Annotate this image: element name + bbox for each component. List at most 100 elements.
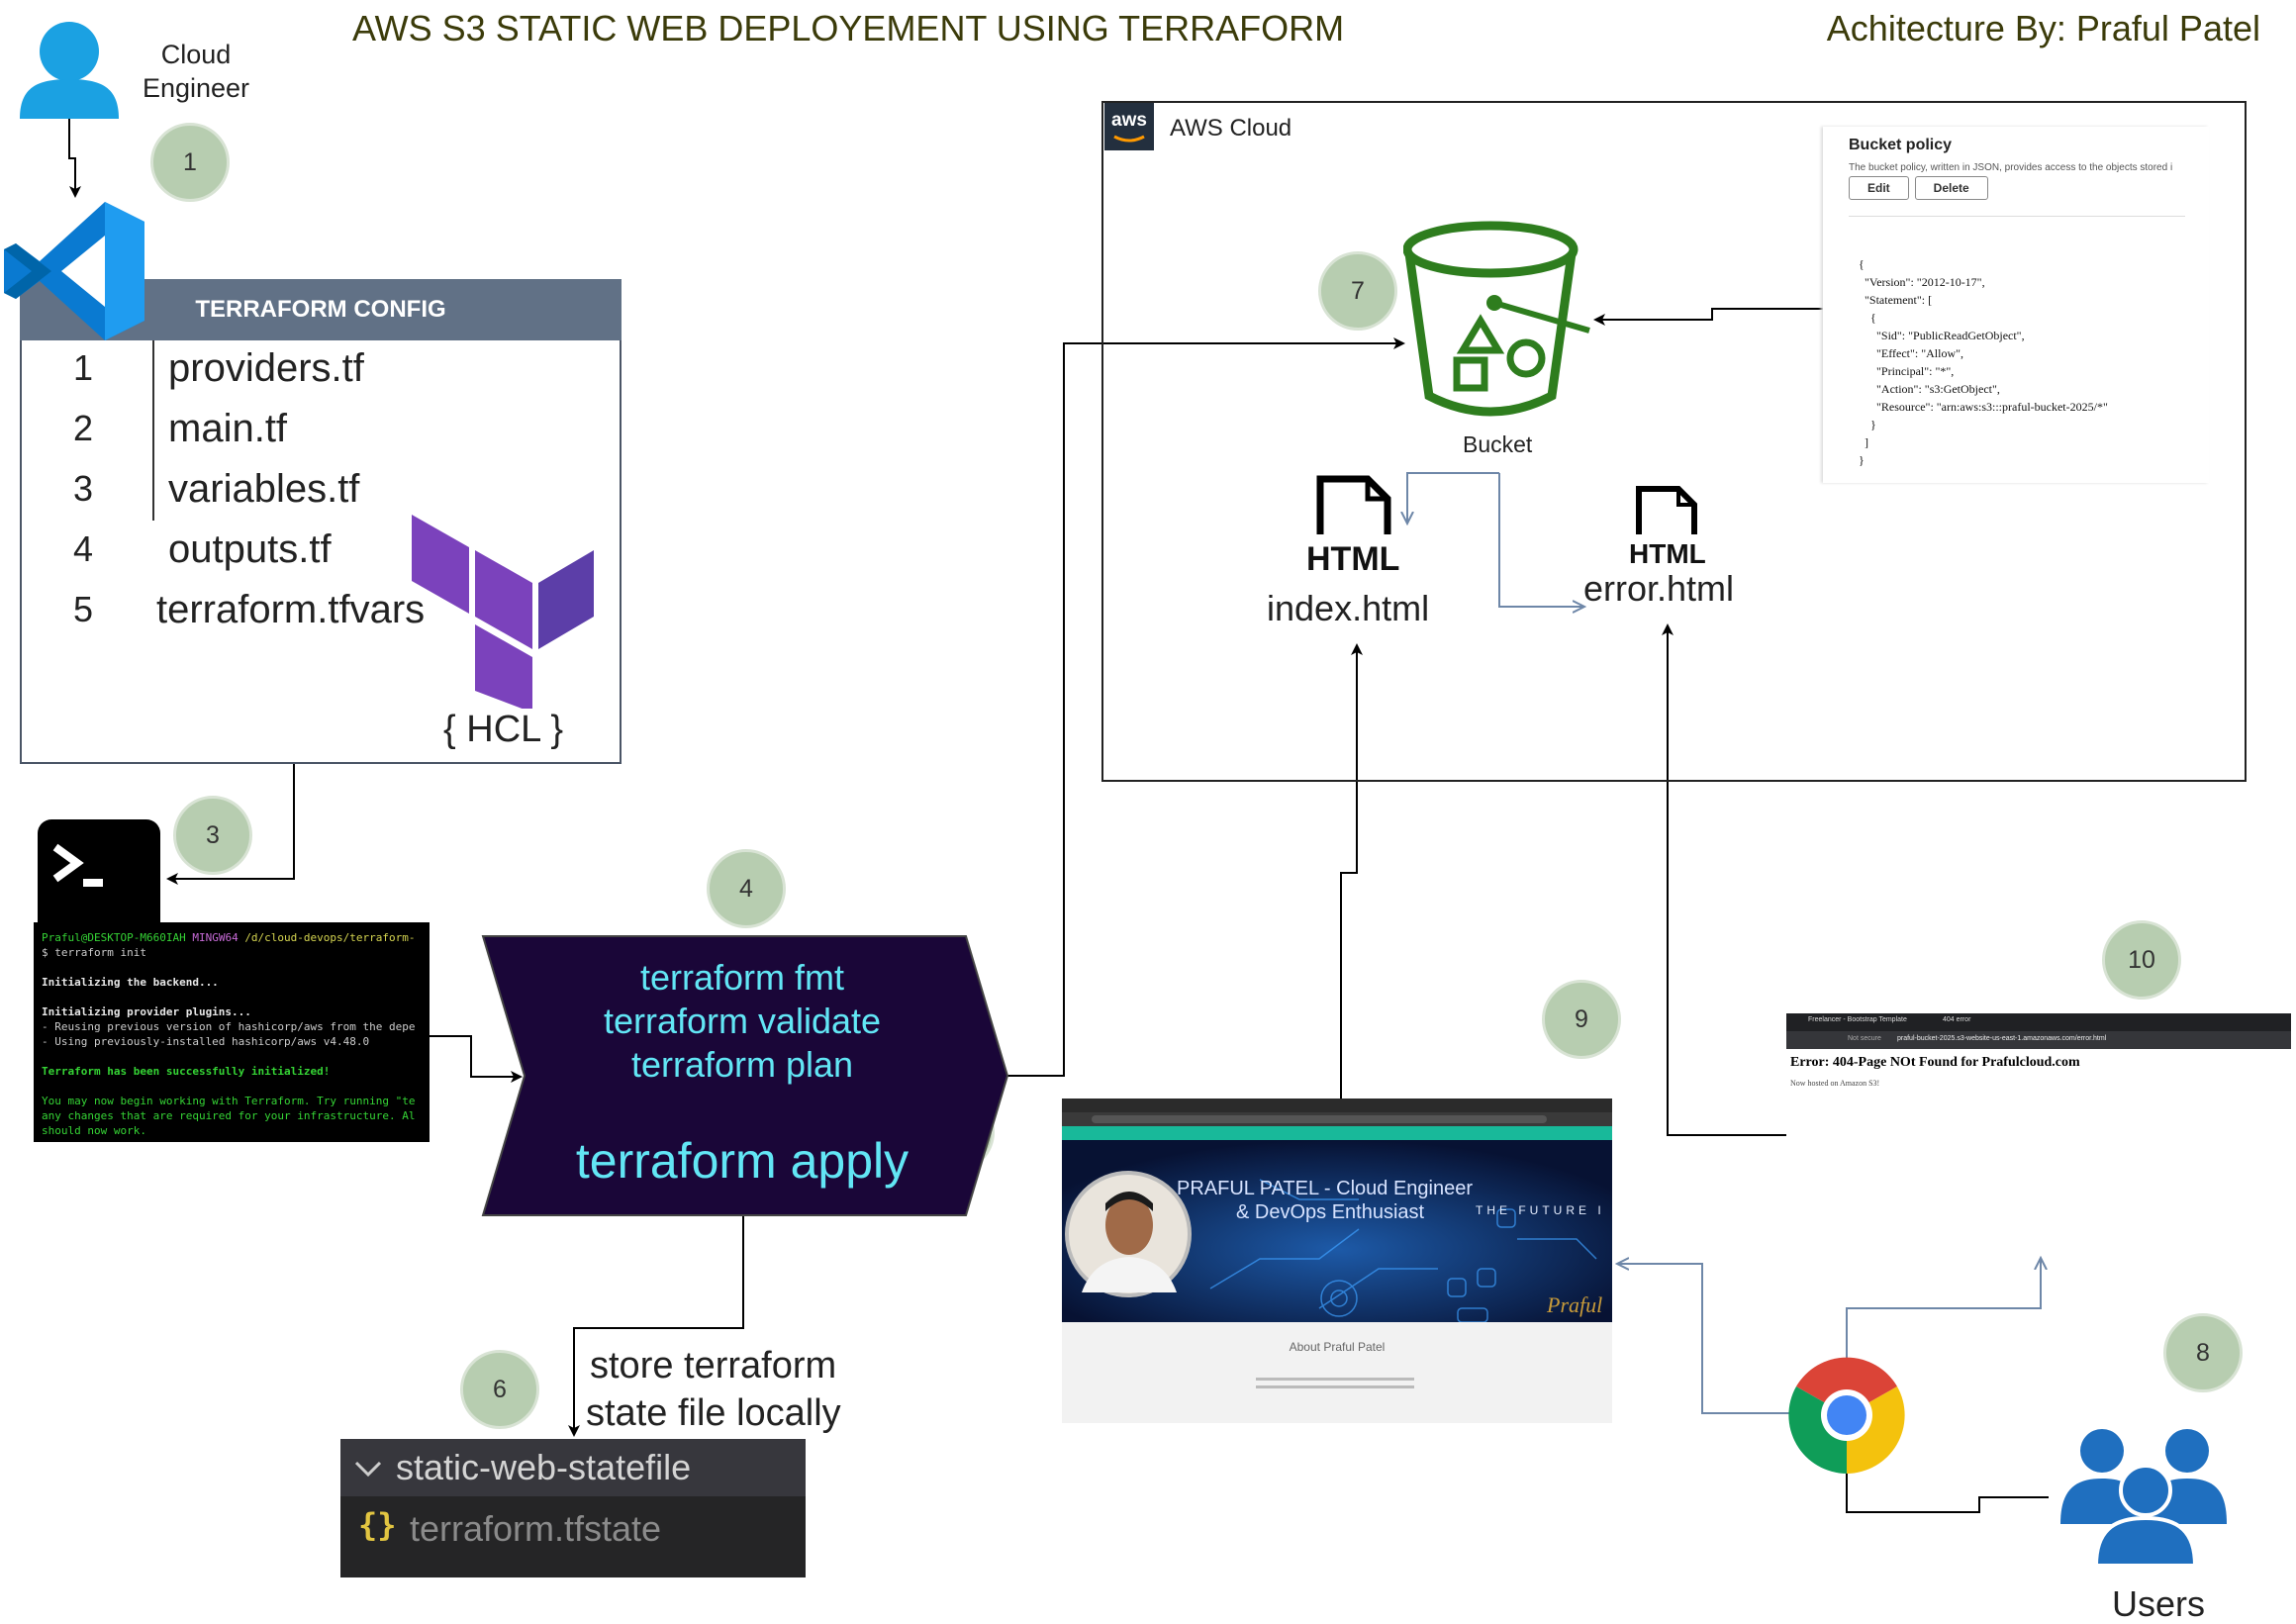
terminal-line: Initializing provider plugins... — [42, 1005, 251, 1018]
terminal-line: any changes that are required for your i… — [42, 1109, 416, 1122]
state-note-line: store terraform — [590, 1345, 837, 1386]
step-badge-1: 1 — [150, 123, 230, 202]
file-name: main.tf — [168, 406, 288, 450]
website-heading: PRAFUL PATEL - Cloud Engineer — [1177, 1178, 1474, 1199]
state-note: store terraform state file locally — [586, 1342, 841, 1437]
browser-tabbar — [1062, 1099, 1612, 1112]
terminal-env: MINGW64 — [192, 931, 239, 944]
profile-photo — [1065, 1171, 1192, 1297]
file-name: terraform.tfstate — [410, 1508, 662, 1549]
bucket-policy-panel: Bucket policy The bucket policy, written… — [1823, 127, 2209, 483]
step-badge-9: 9 — [1542, 980, 1621, 1059]
line-number: 4 — [72, 528, 94, 569]
terminal-line: Terraform has been successfully initiali… — [42, 1065, 331, 1078]
html-file-icon — [1636, 486, 1697, 534]
config-file-row[interactable]: 3 variables.tf — [63, 466, 425, 511]
engineer-label: Cloud Engineer — [142, 40, 250, 103]
error-heading: Error: 404-Page NOt Found for Prafulclou… — [1790, 1055, 2080, 1070]
arrow-errorpage-to-error — [1662, 623, 1786, 1136]
error-subtext: Now hosted on Amazon S3! — [1790, 1079, 1880, 1088]
arrow-commands-to-state — [568, 1215, 744, 1437]
url-security-label: Not secure — [1848, 1035, 1881, 1042]
line-users-to-chrome — [1846, 1469, 2049, 1513]
index-html-label: index.html — [1267, 588, 1430, 628]
line-number: 3 — [72, 468, 94, 509]
browser-addressbar — [1062, 1112, 1612, 1126]
command-apply: terraform apply — [575, 1133, 909, 1189]
file-name: variables.tf — [168, 466, 360, 511]
step-badge-4: 4 — [707, 849, 786, 928]
error-html-label: error.html — [1583, 568, 1735, 609]
file-name: providers.tf — [168, 345, 364, 390]
terminal-line: - Reusing previous version of hashicorp/… — [42, 1020, 416, 1033]
chevron-down-icon — [354, 1461, 382, 1478]
chrome-icon — [1788, 1357, 1905, 1474]
folder-name: static-web-statefile — [396, 1447, 692, 1487]
about-heading: About Praful Patel — [1289, 1340, 1386, 1354]
terminal-line: should now work. — [42, 1124, 146, 1137]
state-explorer: static-web-statefile {} terraform.tfstat… — [340, 1439, 806, 1577]
browser-tab[interactable]: Freelancer - Bootstrap Template — [1808, 1016, 1907, 1023]
aws-logo-icon: aws — [1104, 103, 1154, 150]
line-number: 1 — [72, 347, 94, 388]
aws-logo-text: aws — [1111, 110, 1147, 131]
policy-divider — [1849, 216, 2185, 217]
file-row[interactable]: {} terraform.tfstate — [340, 1500, 806, 1560]
error-html-tag: HTML — [1629, 538, 1706, 569]
commands-chevron-shape — [481, 935, 1009, 1216]
step-badge-3: 3 — [173, 796, 252, 875]
arrow-chrome-to-website — [1618, 1264, 1796, 1414]
diagram-title: AWS S3 STATIC WEB DEPLOYEMENT USING TERR… — [352, 8, 1345, 48]
arrow-terminal-to-commands — [430, 1035, 523, 1083]
config-divider — [152, 340, 154, 521]
delete-button[interactable]: Delete — [1914, 176, 1988, 200]
browser-tab[interactable]: 404 error — [1943, 1016, 1971, 1023]
author-credit: Achitecture By: Praful Patel — [1826, 8, 2260, 48]
html-file-icon — [1316, 475, 1391, 534]
step-badge-10: 10 — [2102, 920, 2181, 1000]
folder-row[interactable]: static-web-statefile — [340, 1439, 806, 1496]
terminal-line: Initializing the backend... — [42, 976, 219, 989]
arrow-policy-to-bucket — [1593, 308, 1823, 326]
url-text[interactable]: praful-bucket-2025.s3-website-us-east-1.… — [1897, 1035, 2107, 1042]
website-signature: Praful — [1547, 1292, 1603, 1317]
browser-addressbar: Not secure praful-bucket-2025.s3-website… — [1786, 1031, 2291, 1049]
terminal-line: You may now begin working with Terraform… — [42, 1095, 416, 1107]
website-navbar — [1062, 1126, 1612, 1140]
command-fmt: terraform fmt — [639, 957, 844, 998]
state-note-line: state file locally — [586, 1392, 841, 1434]
config-file-row[interactable]: 1 providers.tf — [63, 345, 425, 390]
hcl-label: { HCL } — [439, 709, 568, 751]
arrow-bucket-to-index — [1407, 472, 1499, 523]
terminal-command: $ terraform init — [42, 946, 146, 959]
config-file-row[interactable]: 5 terraform.tfvars — [63, 587, 426, 631]
file-name: terraform.tfvars — [156, 587, 426, 631]
users-icon — [2060, 1429, 2227, 1568]
terminal-path: /d/cloud-devops/terraform- — [244, 931, 416, 944]
arrow-commands-to-bucket — [1007, 337, 1405, 1077]
edit-button[interactable]: Edit — [1849, 176, 1909, 200]
terminal-output: Praful@DESKTOP-M660IAH MINGW64 /d/cloud-… — [34, 922, 430, 1142]
arrow-website-to-index — [1340, 643, 1363, 1099]
step-badge-6: 6 — [460, 1350, 539, 1429]
terraform-logo-icon — [412, 515, 594, 713]
command-validate: terraform validate — [603, 1001, 882, 1041]
config-file-row[interactable]: 2 main.tf — [63, 406, 425, 450]
arrow-bucket-to-error — [1498, 473, 1583, 607]
aws-cloud-group — [1101, 101, 2247, 782]
terminal-line: - Using previously-installed hashicorp/a… — [42, 1035, 370, 1048]
website-subheading: & DevOps Enthusiast — [1236, 1201, 1425, 1223]
step-badge-8: 8 — [2163, 1313, 2243, 1392]
users-label: Users — [2112, 1583, 2206, 1624]
website-about-section: About Praful Patel — [1062, 1322, 1612, 1423]
policy-json: { "Version": "2012-10-17", "Statement": … — [1859, 257, 2108, 467]
engineer-icon — [20, 22, 119, 119]
website-tagline: THE FUTURE I — [1476, 1203, 1605, 1217]
line-number: 2 — [72, 408, 94, 448]
arrow-engineer-to-vscode — [68, 117, 81, 198]
line-number: 5 — [72, 589, 94, 629]
command-list: terraform fmt terraform validate terrafo… — [525, 956, 960, 1087]
